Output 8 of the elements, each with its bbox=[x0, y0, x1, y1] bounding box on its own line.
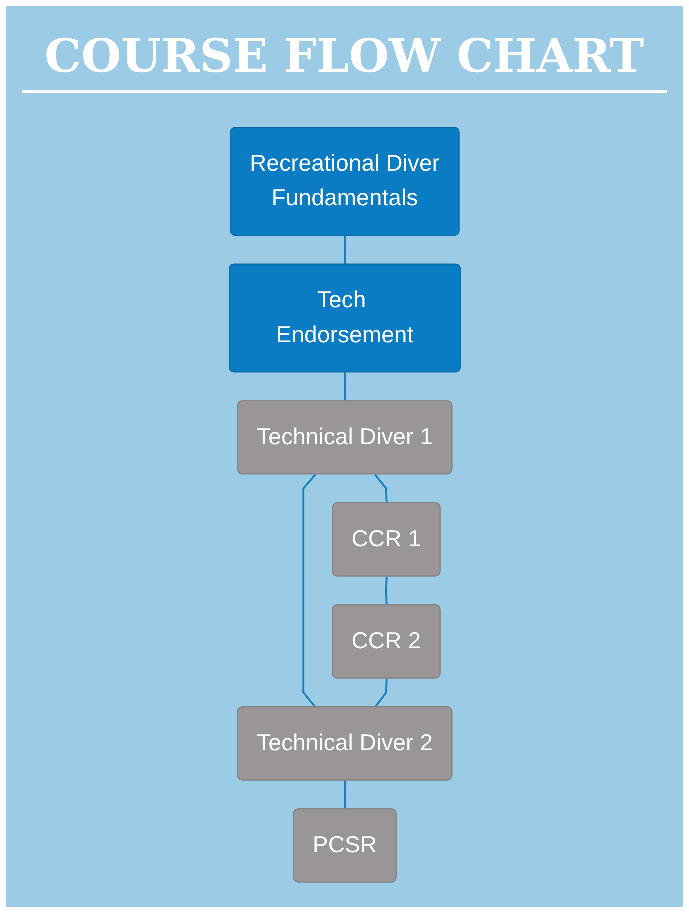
connector bbox=[374, 474, 388, 504]
connector bbox=[344, 372, 346, 402]
connector bbox=[384, 576, 388, 606]
connector bbox=[302, 474, 316, 708]
connector bbox=[344, 780, 346, 810]
connector bbox=[344, 236, 346, 265]
connector bbox=[374, 678, 388, 708]
chart-title: COURSE FLOW CHART bbox=[22, 22, 667, 93]
